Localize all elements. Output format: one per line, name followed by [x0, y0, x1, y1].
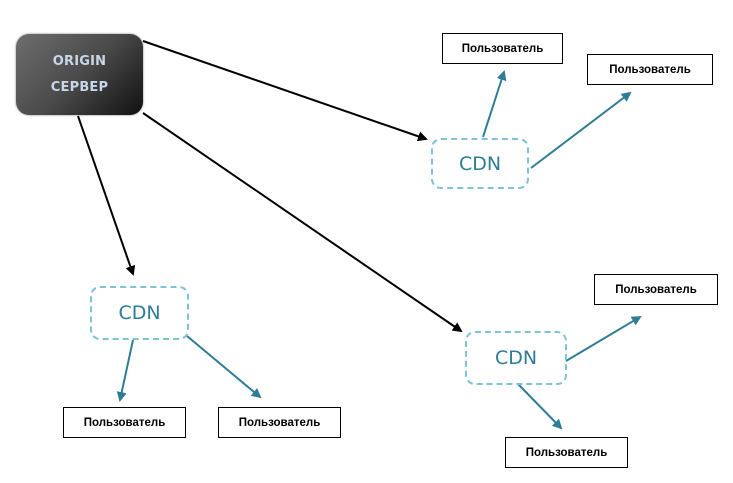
- cdn-label: CDN: [118, 302, 161, 324]
- user-label: Пользователь: [525, 446, 608, 459]
- user-node[interactable]: Пользователь: [218, 407, 341, 438]
- cdn-node-left[interactable]: CDN: [90, 286, 189, 340]
- user-label: Пользователь: [609, 63, 691, 76]
- arrow-cdn-bottom-right-to-user-6: [517, 383, 563, 430]
- cdn-label: CDN: [494, 347, 538, 369]
- origin-server-node[interactable]: ORIGIN СЕРВЕР: [16, 34, 143, 115]
- origin-label-line2: СЕРВЕР: [50, 79, 109, 95]
- arrow-origin-to-cdn-bottom-right: [142, 112, 463, 333]
- user-label: Пользователь: [615, 283, 697, 296]
- user-node[interactable]: Пользователь: [587, 54, 713, 85]
- user-label: Пользователь: [83, 416, 166, 429]
- user-node[interactable]: Пользователь: [505, 437, 628, 468]
- arrow-origin-to-cdn-left: [77, 115, 136, 276]
- cdn-node-bottom-right[interactable]: CDN: [465, 331, 567, 385]
- user-label: Пользователь: [238, 416, 321, 429]
- user-node[interactable]: Пользователь: [63, 407, 186, 438]
- arrow-origin-to-cdn-top-right: [142, 40, 428, 142]
- arrow-cdn-bottom-right-to-user-5: [565, 315, 642, 362]
- user-node[interactable]: Пользователь: [594, 274, 718, 305]
- arrow-cdn-top-right-to-user-2: [530, 91, 632, 169]
- cdn-label: CDN: [458, 152, 502, 175]
- cdn-node-top-right[interactable]: CDN: [431, 138, 529, 189]
- arrow-cdn-left-to-user-3: [116, 339, 134, 402]
- arrow-cdn-left-to-user-4: [186, 335, 262, 399]
- origin-label-line1: ORIGIN: [52, 53, 107, 69]
- arrow-cdn-top-right-to-user-1: [482, 70, 507, 138]
- user-node[interactable]: Пользователь: [442, 33, 563, 64]
- user-label: Пользователь: [461, 42, 544, 55]
